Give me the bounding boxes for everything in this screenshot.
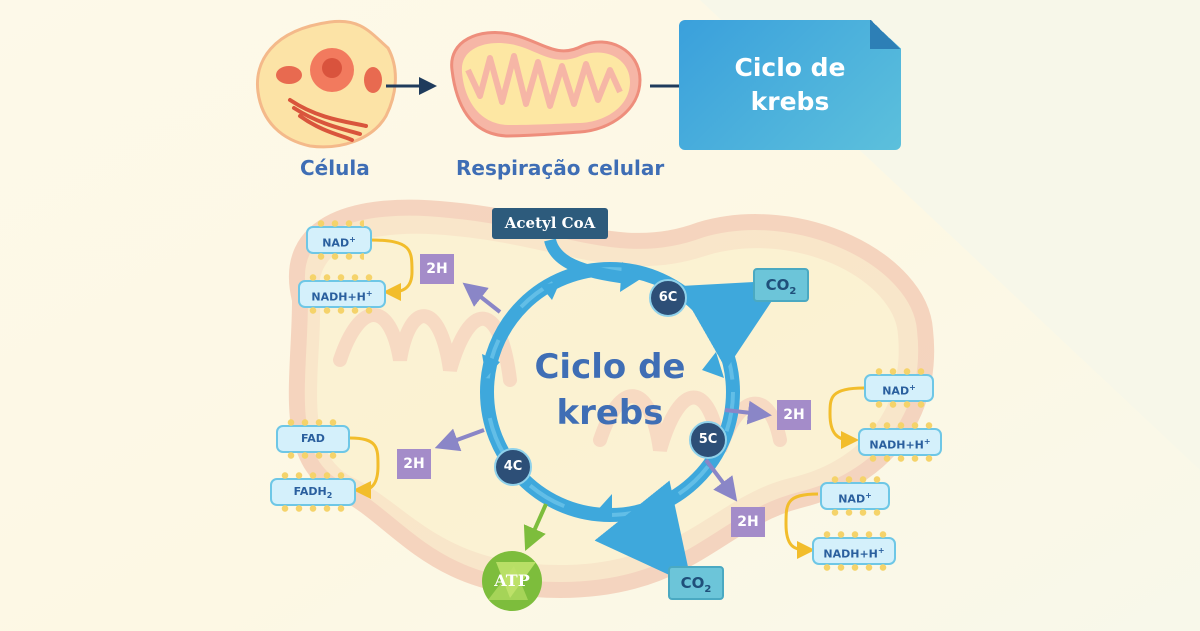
carrier-arrow-right (828, 386, 865, 449)
node-5c: 5C (689, 421, 727, 459)
co2-box-top: CO2 (753, 268, 809, 302)
h-arrow-top-left (462, 282, 502, 314)
cycle-title-line2: krebs (556, 393, 664, 433)
nadh-text: NADH+H (823, 547, 878, 561)
nad-pill-top-left: NAD+ (306, 220, 372, 260)
carrier-arrow-bottom-right (784, 492, 819, 559)
fadh2-pill: FADH2 (270, 472, 356, 512)
atp-arrow (523, 503, 548, 551)
nadh-sup: + (923, 437, 931, 446)
nad-pill-right: NAD+ (864, 368, 934, 408)
two-h-box-top-left: 2H (420, 254, 454, 284)
acetyl-inflow-arrow (544, 238, 629, 284)
fadh-sub: 2 (326, 491, 333, 501)
nad-sup: + (909, 383, 916, 392)
nadh-sup: + (365, 289, 373, 298)
carrier-arrow-left (349, 436, 380, 499)
nadh-pill-right: NADH+H+ (858, 422, 942, 462)
cycle-center-title: Ciclo de krebs (520, 344, 700, 436)
node-4c: 4C (494, 448, 532, 486)
cycle-title-line1: Ciclo de (534, 347, 686, 387)
card-corner-fold (870, 20, 901, 49)
atp-badge (482, 551, 542, 611)
co2-top-text: CO (765, 276, 790, 294)
two-h-box-right: 2H (777, 400, 811, 430)
nadh-sup: + (877, 546, 885, 555)
nadh-text: NADH+H (869, 438, 924, 452)
nad-text: NAD (838, 492, 866, 506)
krebs-cycle-card: Ciclo de krebs (679, 20, 901, 150)
atp-label: ATP (494, 571, 530, 590)
h-arrow-right (724, 400, 772, 425)
co2-box-bottom: CO2 (668, 566, 724, 600)
co2-bottom-text: CO (680, 574, 705, 592)
two-h-box-bottom-right: 2H (731, 507, 765, 537)
nadh-pill-top-left: NADH+H+ (298, 274, 386, 314)
card-title-line2: krebs (750, 87, 830, 116)
co2-bottom-sub: 2 (704, 584, 712, 595)
nad-text: NAD (322, 236, 350, 250)
nadh-text: NADH+H (311, 290, 366, 304)
h-arrow-bottom-right (704, 458, 738, 502)
fadh-text: FADH (293, 485, 327, 498)
co2-outflow-top (678, 280, 786, 370)
co2-outflow-bottom (594, 480, 692, 586)
respiration-caption: Respiração celular (456, 156, 665, 180)
cell-icon (255, 19, 397, 149)
nad-sup: + (349, 235, 356, 244)
h-arrow-left (434, 428, 485, 452)
node-6c: 6C (649, 279, 687, 317)
cell-caption: Célula (300, 156, 370, 180)
card-title-line1: Ciclo de (734, 53, 846, 82)
acetyl-coa-label: Acetyl CoA (492, 208, 608, 239)
nadh-pill-bottom-right: NADH+H+ (812, 531, 896, 571)
carrier-arrow-top-left (369, 238, 414, 301)
two-h-box-left: 2H (397, 449, 431, 479)
nad-sup: + (865, 491, 872, 500)
fad-pill: FAD (276, 419, 350, 459)
nad-pill-bottom-right: NAD+ (820, 476, 890, 516)
nad-text: NAD (882, 384, 910, 398)
co2-top-sub: 2 (789, 286, 797, 297)
mitochondrion-icon (450, 31, 642, 138)
